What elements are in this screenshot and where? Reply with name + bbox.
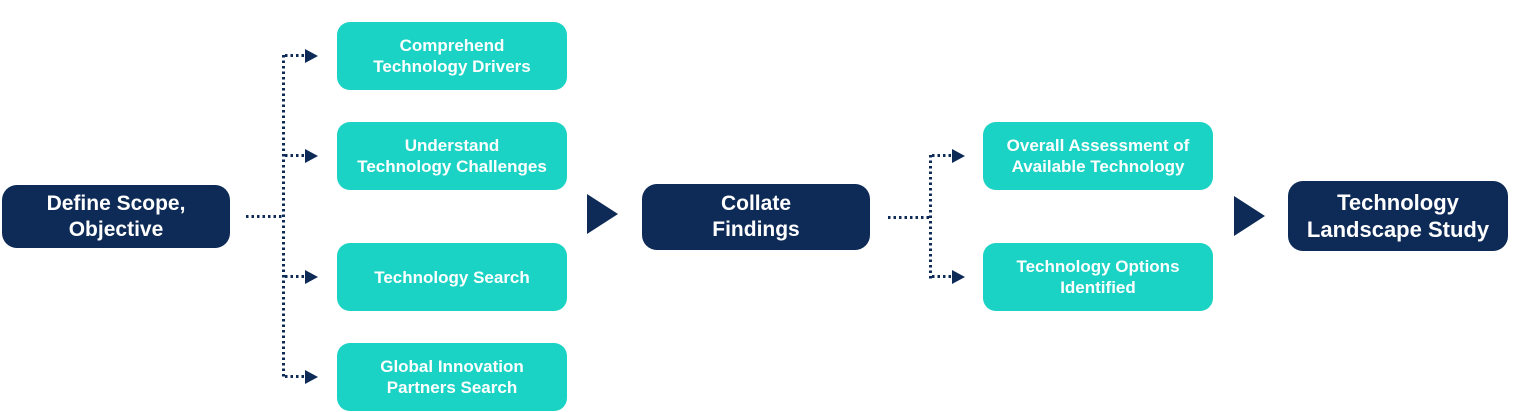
node-label: Comprehend Technology Drivers [373,36,531,76]
dotted-branch-partners [285,375,307,378]
node-comprehend-drivers: Comprehend Technology Drivers [337,22,567,90]
node-label: Define Scope, Objective [46,191,186,241]
node-landscape-study: Technology Landscape Study [1288,181,1508,251]
node-options-identified: Technology Options Identified [983,243,1213,311]
dotted-feeder-right [888,216,932,219]
dotted-branch-assessment [932,154,953,157]
node-label: Collate Findings [712,192,800,241]
node-overall-assessment: Overall Assessment of Available Technolo… [983,122,1213,190]
node-label: Global Innovation Partners Search [380,357,524,397]
node-technology-search: Technology Search [337,243,567,311]
arrowhead-icon [952,149,965,163]
dotted-trunk-right [929,155,932,279]
dotted-trunk-left [282,55,285,378]
node-global-innovation-search: Global Innovation Partners Search [337,343,567,411]
node-collate-findings: Collate Findings [642,184,870,250]
arrowhead-icon [305,149,318,163]
dotted-branch-search [285,275,307,278]
arrowhead-icon [952,270,965,284]
node-label: Technology Options Identified [1016,257,1180,297]
flow-arrow-icon [587,194,618,234]
dotted-feeder-left [246,215,284,218]
dotted-branch-challenges [285,154,307,157]
arrowhead-icon [305,49,318,63]
node-label: Overall Assessment of Available Technolo… [1006,136,1190,176]
arrowhead-icon [305,370,318,384]
dotted-branch-drivers [285,54,307,57]
node-understand-challenges: Understand Technology Challenges [337,122,567,190]
arrowhead-icon [305,270,318,284]
node-label: Understand Technology Challenges [357,136,547,176]
node-define-scope: Define Scope, Objective [2,185,230,248]
dotted-branch-options [932,275,953,278]
flow-arrow-icon [1234,196,1265,236]
node-label: Technology Landscape Study [1306,190,1490,242]
node-label: Technology Search [374,267,530,287]
